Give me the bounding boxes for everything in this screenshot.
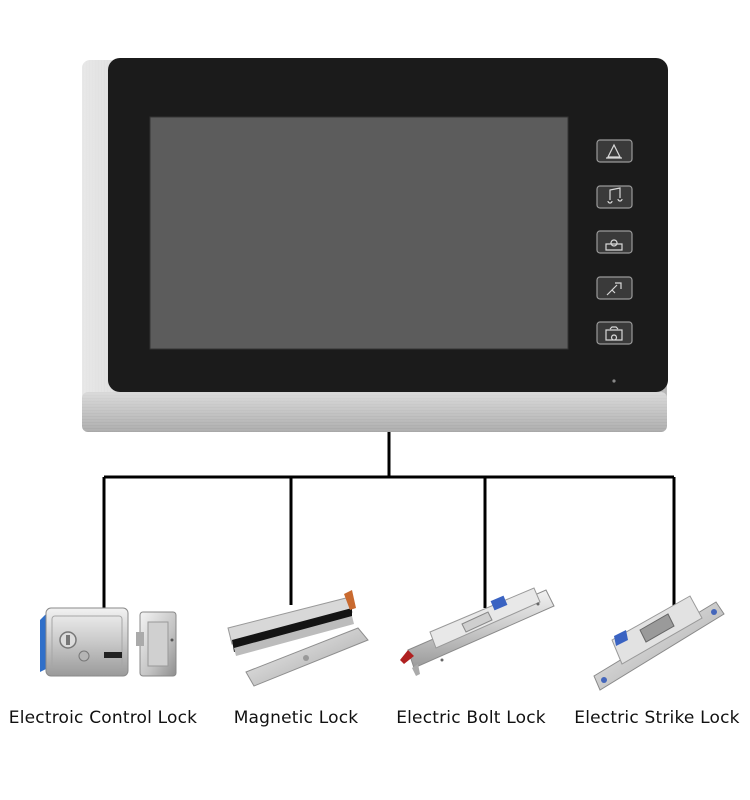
lock-label-magnetic: Magnetic Lock (233, 708, 359, 728)
electric-control-lock-image (40, 607, 177, 677)
intercom-person-icon (605, 239, 623, 251)
music-note-icon (607, 187, 623, 204)
monitor-button-intercom-person[interactable] (596, 230, 633, 254)
electric-bolt-lock-image (400, 587, 555, 676)
key-icon (606, 282, 622, 296)
monitor-button-music-note[interactable] (596, 185, 633, 209)
indoor-monitor (82, 58, 668, 432)
lock-label-electric-control: Electroic Control Lock (8, 708, 198, 728)
bell-icon (606, 143, 622, 159)
monitor-button-key[interactable] (596, 276, 633, 300)
lock-label-electric-bolt: Electric Bolt Lock (396, 708, 546, 728)
monitor-button-camera[interactable] (596, 321, 633, 345)
wiring (102, 432, 676, 608)
monitor-button-bell[interactable] (596, 139, 633, 163)
camera-icon (605, 326, 623, 341)
magnetic-lock-image (227, 590, 369, 687)
monitor-screen (149, 116, 569, 350)
electric-strike-lock-image (593, 595, 725, 691)
microphone-dot (612, 379, 616, 383)
lock-label-electric-strike: Electric Strike Lock (574, 708, 740, 728)
